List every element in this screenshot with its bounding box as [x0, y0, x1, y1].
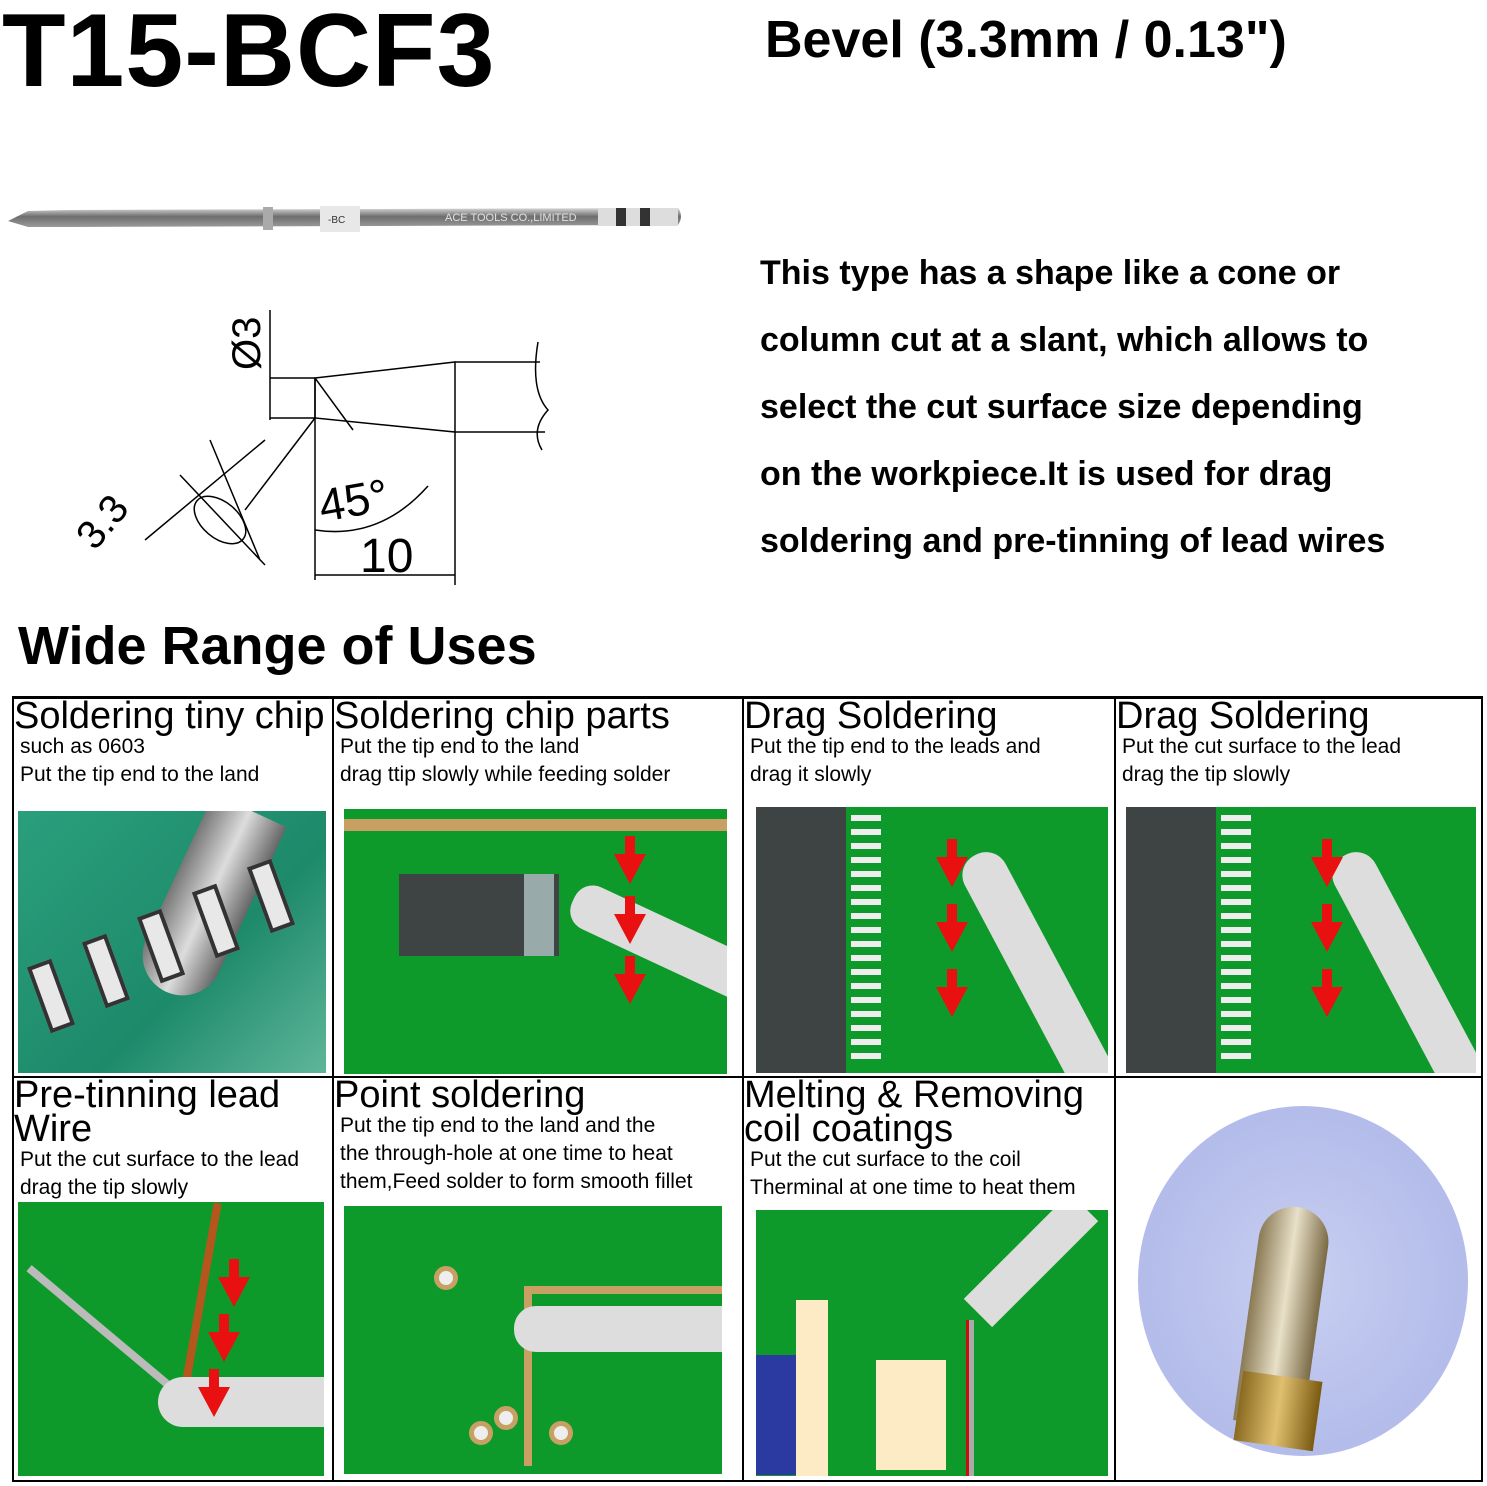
use-description: drag the tip slowly	[1122, 763, 1291, 786]
use-title: Drag Soldering	[1116, 699, 1370, 737]
red-arrow-icon	[1311, 839, 1343, 887]
tip-label: -BC	[328, 215, 345, 226]
use-description: drag ttip slowly while feeding solder	[340, 763, 671, 786]
section-title: Wide Range of Uses	[18, 616, 537, 676]
use-illustration	[1126, 807, 1476, 1073]
divider	[1114, 699, 1116, 1480]
use-description: Put the cut surface to the lead	[1122, 735, 1402, 758]
use-illustration	[18, 811, 326, 1073]
divider	[742, 699, 744, 1480]
use-description: them,Feed solder to form smooth fillet	[340, 1170, 693, 1193]
use-description: drag it slowly	[750, 763, 872, 786]
red-arrow-icon	[936, 904, 968, 952]
red-arrow-icon	[1311, 904, 1343, 952]
use-description: such as 0603	[20, 735, 145, 758]
use-card	[1116, 1078, 1481, 1480]
use-description: Put the tip end to the leads and	[750, 735, 1041, 758]
use-illustration	[344, 809, 727, 1074]
red-arrow-icon	[198, 1369, 230, 1417]
use-title: Soldering tiny chip	[14, 699, 325, 737]
use-description: the through-hole at one time to heat	[340, 1142, 673, 1165]
description-line: select the cut surface size depending	[760, 388, 1363, 426]
use-title: Point soldering	[334, 1078, 586, 1116]
use-description: Put the cut surface to the lead	[20, 1148, 300, 1171]
use-title: Melting & Removing	[744, 1078, 1085, 1116]
use-description: Therminal at one time to heat them	[750, 1176, 1076, 1199]
red-arrow-icon	[936, 969, 968, 1017]
use-illustration	[756, 807, 1108, 1073]
soldering-tip-image: -BC ACE TOOLS CO.,LIMITED	[8, 205, 683, 233]
model-title: T15-BCF3	[2, 0, 496, 109]
red-arrow-icon	[208, 1314, 240, 1362]
red-arrow-icon	[614, 956, 646, 1004]
use-title: Soldering chip parts	[334, 699, 670, 737]
description-line: soldering and pre-tinning of lead wires	[760, 522, 1386, 560]
use-illustration	[756, 1210, 1108, 1476]
red-arrow-icon	[936, 839, 968, 887]
red-arrow-icon	[218, 1259, 250, 1307]
tip-description: This type has a shape like a cone or col…	[760, 240, 1480, 575]
use-description: Put the tip end to the land	[20, 763, 260, 786]
dimension-bevel: 3.3	[68, 487, 137, 558]
use-description: Put the tip end to the land	[340, 735, 580, 758]
divider	[332, 699, 334, 1480]
use-title: Wire	[14, 1108, 93, 1150]
use-title: Pre-tinning lead	[14, 1078, 281, 1116]
divider	[14, 1076, 1481, 1078]
use-description: Put the cut surface to the coil	[750, 1148, 1021, 1171]
use-illustration	[18, 1202, 324, 1476]
tip-engraving: ACE TOOLS CO.,LIMITED	[445, 212, 577, 224]
use-description: Put the tip end to the land and the	[340, 1114, 656, 1137]
red-arrow-icon	[614, 836, 646, 884]
use-title: coil coatings	[744, 1108, 954, 1150]
description-line: This type has a shape like a cone or	[760, 254, 1341, 292]
dimension-length: 10	[360, 530, 413, 583]
use-title: Drag Soldering	[744, 699, 998, 737]
use-description: drag the tip slowly	[20, 1176, 189, 1199]
description-line: column cut at a slant, which allows to	[760, 321, 1369, 359]
tip-closeup-photo	[1138, 1106, 1468, 1456]
dimension-angle: 45°	[315, 469, 393, 532]
red-arrow-icon	[1311, 969, 1343, 1017]
uses-grid	[12, 696, 1483, 1482]
dimension-diameter: Ø3	[225, 317, 269, 370]
red-arrow-icon	[614, 896, 646, 944]
use-illustration	[344, 1206, 722, 1474]
tip-subtitle: Bevel (3.3mm / 0.13")	[765, 11, 1287, 69]
dimension-drawing: Ø3 3.3 45° 10	[68, 310, 550, 585]
description-line: on the workpiece.It is used for drag	[760, 455, 1333, 493]
